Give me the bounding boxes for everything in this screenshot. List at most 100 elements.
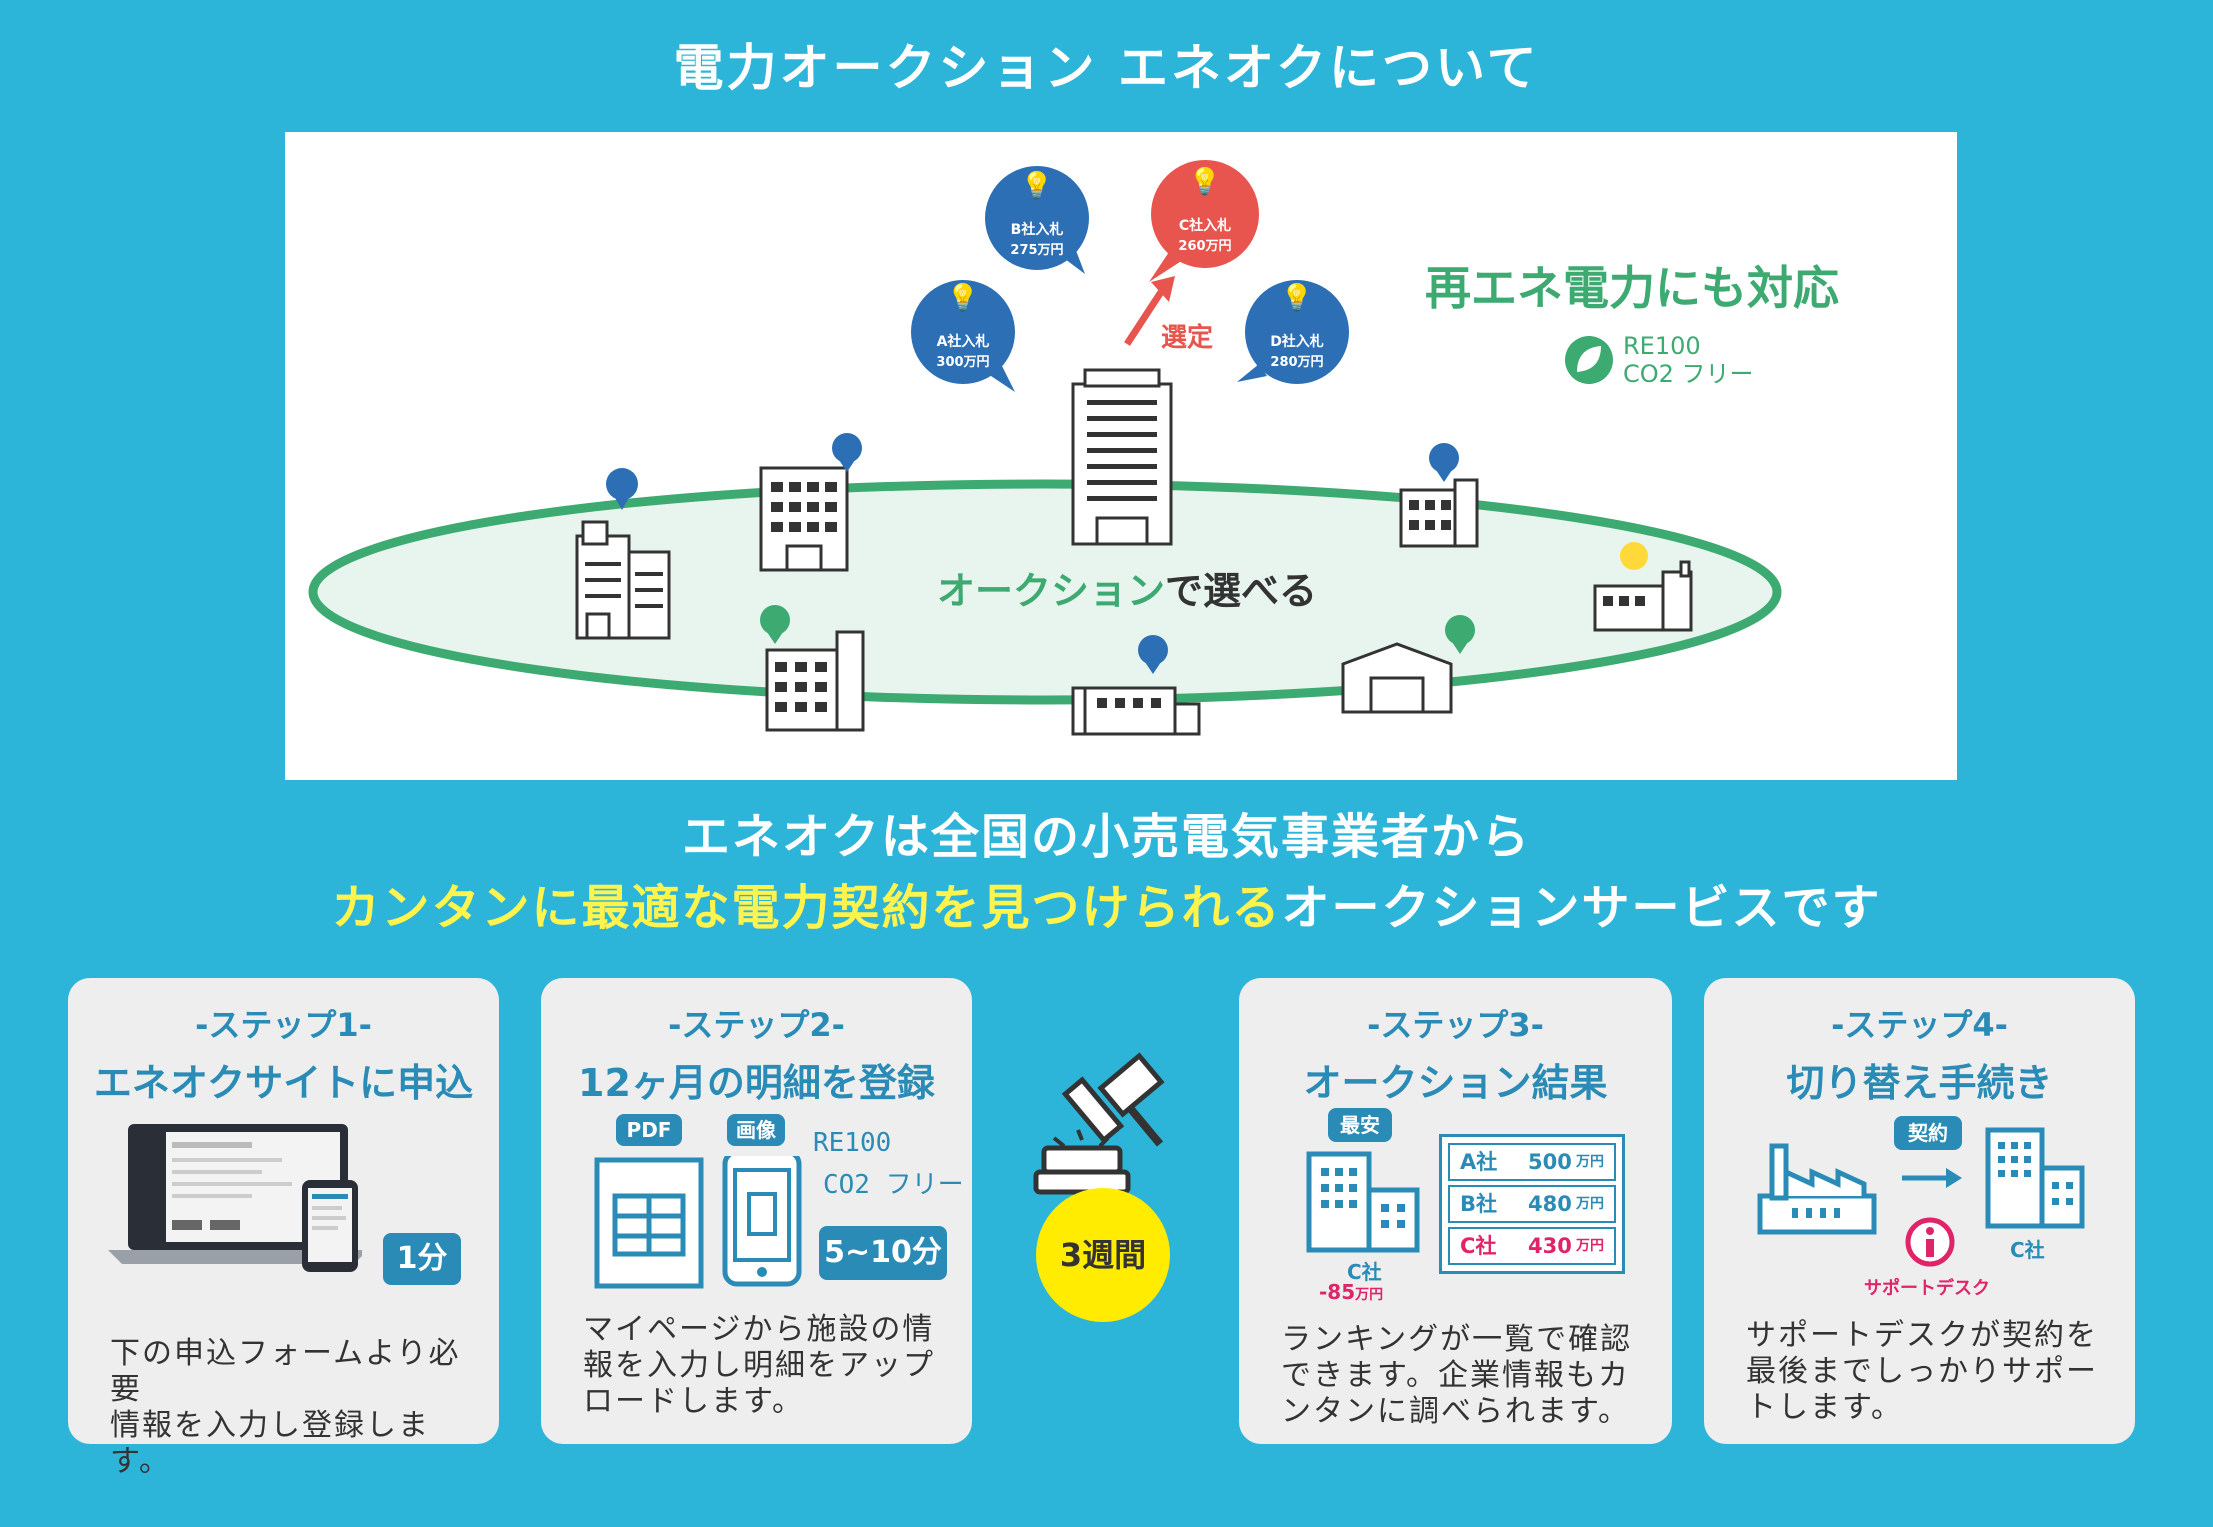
step-card-3: -ステップ3- オークション結果 最安 C社 -85万円 A社 500 万円 B…: [1239, 978, 1672, 1444]
office-tower-icon: [1071, 368, 1173, 546]
intro-line-1: エネオクは全国の小売電気事業者から: [681, 809, 1532, 865]
gavel-icon: [1033, 1052, 1165, 1195]
factory-icon: [1757, 1143, 1877, 1235]
svg-text:💡: 💡: [1189, 166, 1221, 197]
bid-d-price: 280万円: [1270, 355, 1323, 370]
desc-line: サポートデスクが契約を: [1746, 1318, 2098, 1353]
rank-price: 500: [1528, 1150, 1572, 1174]
bid-b-price: 275万円: [1010, 243, 1063, 258]
page-title: 電力オークション エネオクについて: [673, 39, 1540, 97]
desc-line: ンタンに調べられます。: [1281, 1394, 1630, 1429]
re100-label: RE100: [1623, 332, 1701, 360]
document-upload-icon: [594, 1156, 802, 1289]
auction-illustration: 💡 A社入札 300万円 💡 B社入札 275万円 💡 C社入札 260万円 💡…: [285, 132, 1957, 780]
warehouse-icon: [1341, 642, 1453, 714]
auction-diagram: 💡 A社入札 300万円 💡 B社入札 275万円 💡 C社入札 260万円 💡…: [308, 160, 1839, 736]
re100-label: RE100: [813, 1128, 892, 1158]
co2-label: CO2 フリー: [823, 1170, 964, 1200]
desc-line: できます。企業情報もカ: [1281, 1358, 1630, 1393]
auction-caption: オークションで選べる: [937, 569, 1317, 613]
building-icon: [1985, 1127, 2085, 1229]
building-icon: [1306, 1151, 1420, 1253]
bid-c-company: C社入札: [1179, 217, 1231, 234]
rank-unit: 万円: [1576, 1154, 1604, 1170]
map-pins: [606, 433, 1648, 674]
apartment-icon: [765, 630, 865, 732]
desc-line: 情報を入力し登録します。: [110, 1408, 430, 1479]
desc-line: ランキングが一覧で確認: [1281, 1322, 1633, 1357]
co2-label: CO2 フリー: [1623, 360, 1754, 388]
intro-line-2: カンタンに最適な電力契約を見つけられるオークションサービスです: [0, 868, 2213, 938]
desc-line: 最後までしっかりサポー: [1746, 1354, 2098, 1389]
rank-unit: 万円: [1576, 1196, 1604, 1212]
hospital-icon: [575, 520, 671, 640]
rank-unit: 万円: [1576, 1238, 1604, 1254]
ranking-row-winner: C社 430 万円: [1448, 1227, 1616, 1265]
image-tag: 画像: [727, 1114, 785, 1146]
step-description: マイページから施設の情 報を入力し明細をアップ ロードします。: [583, 1312, 942, 1420]
contract-tag: 契約: [1894, 1116, 1962, 1150]
step-label: -ステップ2-: [668, 1006, 845, 1044]
step-heading: オークション結果: [1303, 1061, 1608, 1105]
bid-bubble-c: 💡 C社入札 260万円: [1149, 160, 1259, 282]
desc-line: トします。: [1746, 1390, 1903, 1425]
step-card-4: -ステップ4- 切り替え手続き 契約 C社 サポートデスク サポートデスクが契約…: [1704, 978, 2135, 1444]
desc-line: 報を入力し明細をアップ: [583, 1348, 935, 1383]
support-desk-label: サポートデスク: [1864, 1278, 1990, 1299]
auction-caption-highlight: オークション: [937, 569, 1165, 613]
step-description: ランキングが一覧で確認 できます。企業情報もカ ンタンに調べられます。: [1281, 1322, 1642, 1430]
saving-amount: -85万円: [1319, 1280, 1383, 1304]
step-heading: エネオクサイトに申込: [93, 1061, 474, 1105]
winner-name: C社: [1347, 1260, 1382, 1284]
rank-company: C社: [1460, 1234, 1497, 1258]
office-building-icon: [759, 466, 849, 572]
ranking-table: A社 500 万円 B社 480 万円 C社 430 万円: [1439, 1134, 1625, 1274]
bid-b-company: B社入札: [1011, 221, 1064, 238]
bid-a-company: A社入札: [937, 333, 990, 350]
arrow-right-icon: [1902, 1168, 1962, 1188]
bid-bubble-b: 💡 B社入札 275万円: [985, 166, 1089, 274]
auction-caption-rest: で選べる: [1165, 569, 1317, 613]
saving-unit: 万円: [1355, 1287, 1384, 1303]
select-label: 選定: [1161, 322, 1213, 353]
rank-company: B社: [1460, 1192, 1498, 1216]
step-heading: 12ヶ月の明細を登録: [578, 1061, 935, 1105]
rank-company: A社: [1460, 1150, 1498, 1174]
office-building-right-icon: [1399, 478, 1479, 548]
step-description: サポートデスクが契約を 最後までしっかりサポー トします。: [1746, 1318, 2105, 1426]
plant-icon: [1593, 560, 1693, 632]
svg-text:💡: 💡: [1021, 170, 1053, 201]
intro-highlight: カンタンに最適な電力契約を見つけられる: [331, 880, 1282, 936]
desc-line: マイページから施設の情: [583, 1312, 935, 1347]
step-label: -ステップ3-: [1367, 1006, 1544, 1044]
renewable-heading: 再エネ電力にも対応: [1425, 261, 1839, 315]
step-label: -ステップ1-: [195, 1006, 372, 1044]
bid-d-company: D社入札: [1270, 333, 1324, 350]
factory-icon: [1071, 686, 1201, 736]
step-card-2: -ステップ2- 12ヶ月の明細を登録 PDF 画像 RE100 CO2 フリー …: [541, 978, 972, 1444]
desc-line: 下の申込フォームより必要: [110, 1336, 461, 1407]
bid-bubble-a: 💡 A社入札 300万円: [911, 280, 1015, 392]
pdf-tag: PDF: [616, 1114, 682, 1146]
desc-line: ロードします。: [583, 1384, 804, 1419]
step-heading: 切り替え手続き: [1786, 1061, 2053, 1105]
saving-value: -85: [1319, 1280, 1356, 1304]
svg-text:💡: 💡: [947, 282, 979, 313]
rank-price: 480: [1528, 1192, 1572, 1216]
time-badge: 1分: [383, 1233, 461, 1285]
step-card-1: -ステップ1- エネオクサイトに申込 1分 下の申込フォームより必要 情報を入力…: [68, 978, 499, 1479]
intro-rest: オークションサービスです: [1281, 880, 1882, 936]
svg-text:💡: 💡: [1281, 282, 1313, 313]
duration-badge: 3週間: [1036, 1188, 1170, 1322]
cheapest-tag: 最安: [1328, 1108, 1392, 1142]
ranking-row: A社 500 万円: [1448, 1143, 1616, 1181]
bid-c-price: 260万円: [1178, 239, 1231, 254]
bid-a-price: 300万円: [936, 355, 989, 370]
target-company: C社: [2010, 1238, 2045, 1262]
rank-price: 430: [1528, 1234, 1572, 1258]
time-badge: 5~10分: [819, 1226, 947, 1280]
step-description: 下の申込フォームより必要 情報を入力し登録します。: [110, 1336, 469, 1480]
ranking-row: B社 480 万円: [1448, 1185, 1616, 1223]
info-icon: [1905, 1217, 1955, 1267]
leaf-icon: [1565, 336, 1613, 384]
